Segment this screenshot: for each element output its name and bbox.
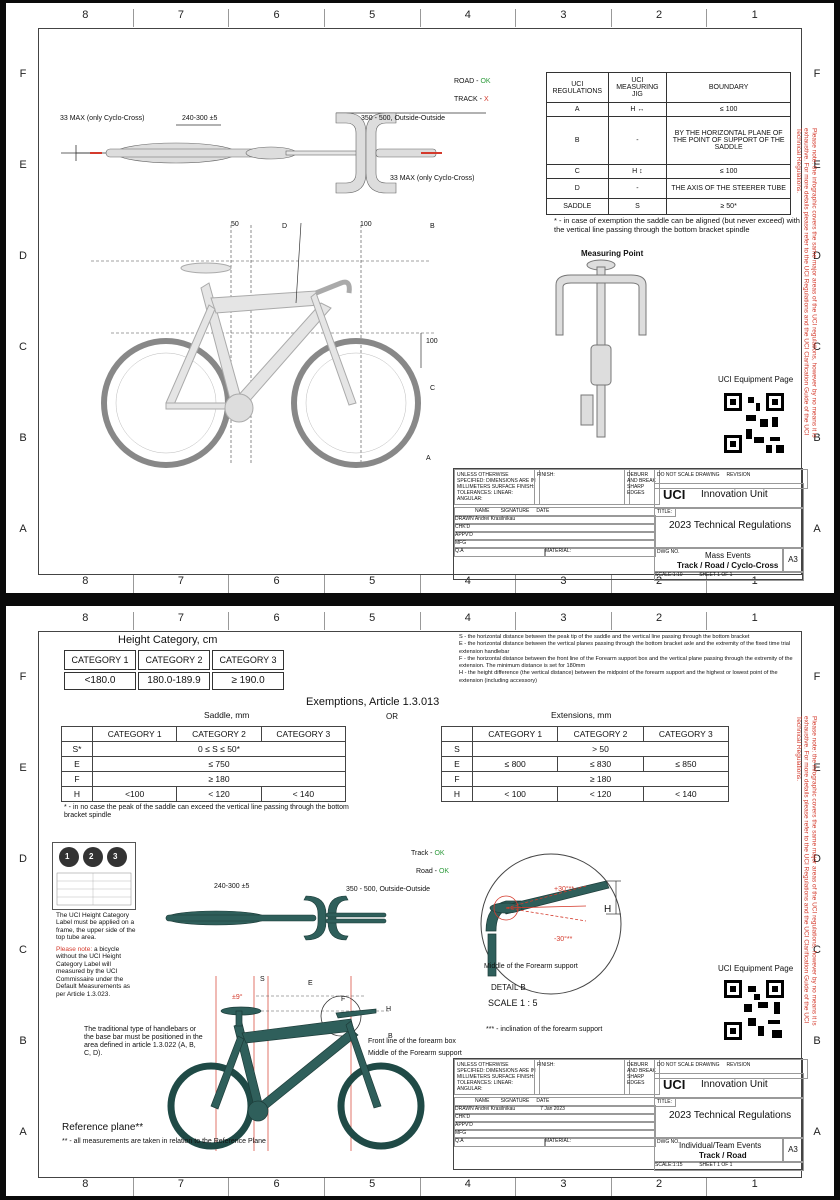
dim-50: 50 [231,221,239,228]
drawing-title: 2023 Technical Regulations [669,520,792,531]
plus-30-angle: +30°** [554,886,575,893]
title-block-2: UNLESS OTHERWISE SPECIFIED: DIMENSIONS A… [453,1058,808,1171]
dim-240-300-2: 240-300 ±5 [214,883,250,890]
reference-plane-label: Reference plane** [62,1122,144,1133]
tt-top-view [165,895,387,941]
middle-forearm-label: Middle of the Forearm support [484,963,578,970]
category-2-header: CATEGORY 2 [138,650,210,670]
detail-b-label: DETAIL B [491,983,526,992]
saddle-title: Saddle, mm [204,710,250,720]
uci-equipment-page-label: UCI Equipment Page [718,375,794,384]
detail-b-callout: B [388,1033,393,1040]
scale-label: SCALE 1 : 5 [488,998,538,1008]
tt-side-view [167,976,425,1151]
uci-logo-2: UCI [663,1077,686,1092]
track-label-2: Track - OK [411,850,445,857]
qr-code-2[interactable] [724,980,784,1040]
drawing-frame [38,28,802,575]
dim-100-top: 100 [360,221,372,228]
uci-equipment-page-label-2: UCI Equipment Page [718,964,794,973]
label-c: C [430,385,436,392]
dim-350-500-2: 350 - 500, Outside-Outside [346,886,431,893]
innovation-unit-2: Innovation Unit [701,1079,768,1090]
dim-f: F [341,996,346,1003]
middle-forearm-label-2: Middle of the Forearm support [368,1050,462,1057]
side-view-bike [91,222,436,468]
dim-33-right: 33 MAX (only Cyclo-Cross) [390,175,475,182]
dim-e: E [308,980,313,987]
category-3-height: ≥ 190.0 [212,672,284,690]
uci-logo: UCI [663,487,686,502]
label-d: D [282,223,288,230]
qr-code[interactable] [724,393,784,453]
front-view-bike [555,259,647,438]
definitions-notes: S - the horizontal distance between the … [459,634,793,684]
dim-angle: ±9° [232,994,243,1001]
dim-350-500: 350 - 500, Outside-Outside [361,115,446,122]
uci-regulations-table: UCI REGULATIONS UCI MEASURING JIG BOUNDA… [546,72,791,215]
label-note: The UCI Height Category Label must be ap… [56,912,136,942]
dim-100-side: 100 [426,338,438,345]
height-label-graphic: 1 2 3 [52,842,136,910]
or-label: OR [386,712,398,721]
disclaimer-note-2: Please note: the infographic covers the … [794,716,818,1026]
detail-b-drawing [480,853,622,995]
road-label-2: Road - OK [416,868,450,875]
road-label: ROAD - OK [454,78,491,85]
qr-code-icon [724,393,784,453]
measuring-point-label: Measuring Point [581,249,644,258]
qr-code-icon [724,980,784,1040]
dim-s: S [260,976,265,983]
category-2-height: 180.0-189.9 [138,672,210,690]
reference-plane-note: ** - all measurements are taken in relat… [62,1138,266,1145]
category-1-height: <180.0 [64,672,136,690]
saddle-note: * - in no case the peak of the saddle ca… [64,804,349,820]
label-a: A [426,455,431,462]
traditional-handlebar-note: The traditional type of handlebars or th… [84,1026,203,1058]
saddle-footnote: * - in case of exemption the saddle can … [554,216,800,234]
top-view-drawing [61,112,486,194]
drawing-title-2: 2023 Technical Regulations [669,1110,792,1121]
inclination-note: *** - inclination of the forearm support [486,1026,603,1033]
dim-240-300: 240-300 ±5 [182,115,218,122]
category-1-header: CATEGORY 1 [64,650,136,670]
track-label: TRACK - X [454,96,489,103]
category-3-header: CATEGORY 3 [212,650,284,670]
dim-h: H [386,1006,392,1013]
drawing-frame-2 [38,631,802,1178]
label-b: B [430,223,435,230]
please-note: Please note: a bicycle without the UCI H… [56,946,131,998]
disclaimer-note: Please note: the infographic covers the … [794,128,818,438]
height-category-badges-icon [56,847,132,906]
title-block: UNLESS OTHERWISE SPECIFIED: DIMENSIONS A… [453,468,808,581]
front-line-forearm-label: Front line of the forearm box [368,1038,456,1045]
minus-30-angle: -30°** [554,936,573,943]
height-category-title: Height Category, cm [118,634,218,646]
exemptions-title: Exemptions, Article 1.3.013 [306,696,440,708]
dim-33-left: 33 MAX (only Cyclo-Cross) [60,115,145,122]
extensions-title: Extensions, mm [551,710,612,720]
detail-h-label: H [604,904,612,915]
innovation-unit: Innovation Unit [701,489,768,500]
